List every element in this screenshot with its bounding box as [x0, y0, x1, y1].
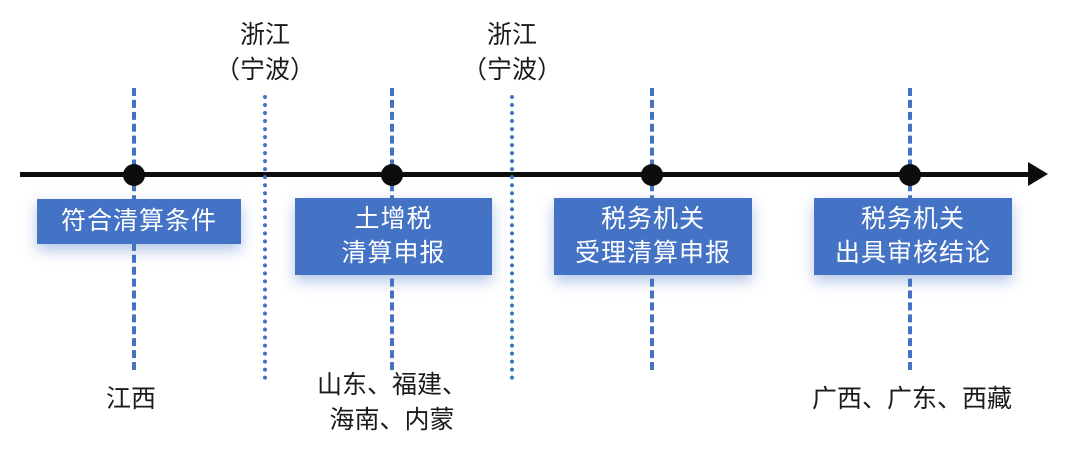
- bottom-caption-2-line-1: 山东、福建、: [316, 372, 468, 399]
- milestone-box-1[interactable]: 符合清算条件: [37, 199, 241, 244]
- milestone-box-2-line-1: 土增税: [354, 205, 433, 233]
- milestone-box-2[interactable]: 土增税 清算申报: [295, 198, 492, 275]
- bottom-caption-1: 江西: [106, 382, 156, 417]
- top-caption-1: 浙江 （宁波）: [215, 18, 315, 88]
- milestone-dot-3: [641, 164, 663, 186]
- bottom-caption-3-line-1: 广西、广东、西藏: [811, 386, 1013, 413]
- bottom-caption-1-line-1: 江西: [105, 386, 157, 413]
- timeline-axis-line: [20, 172, 1038, 177]
- timeline-arrow-icon: [1028, 162, 1048, 186]
- milestone-dot-2: [381, 164, 403, 186]
- milestone-box-1-line-1: 符合清算条件: [60, 207, 217, 235]
- top-caption-2: 浙江 （宁波）: [462, 18, 562, 88]
- milestone-dot-4: [899, 164, 921, 186]
- milestone-box-4-line-1: 税务机关: [860, 205, 965, 233]
- bottom-caption-3: 广西、广东、西藏: [812, 382, 1012, 417]
- milestone-box-4[interactable]: 税务机关 出具审核结论: [814, 198, 1012, 275]
- top-caption-1-line-1: 浙江: [239, 22, 291, 49]
- milestone-box-3-line-2: 受理清算申报: [574, 239, 731, 267]
- province-divider-line-2: [510, 95, 514, 380]
- top-caption-1-line-2: （宁波）: [214, 57, 316, 84]
- bottom-caption-2-line-2: 海南、内蒙: [329, 407, 455, 434]
- milestone-box-2-line-2: 清算申报: [341, 239, 446, 267]
- milestone-dot-1: [123, 164, 145, 186]
- milestone-box-3[interactable]: 税务机关 受理清算申报: [554, 198, 752, 275]
- top-caption-2-line-1: 浙江: [486, 22, 538, 49]
- milestone-box-3-line-1: 税务机关: [600, 205, 705, 233]
- province-divider-line-1: [263, 95, 267, 380]
- bottom-caption-2: 山东、福建、 海南、内蒙: [317, 368, 467, 438]
- top-caption-2-line-2: （宁波）: [461, 57, 563, 84]
- milestone-box-4-line-2: 出具审核结论: [834, 239, 991, 267]
